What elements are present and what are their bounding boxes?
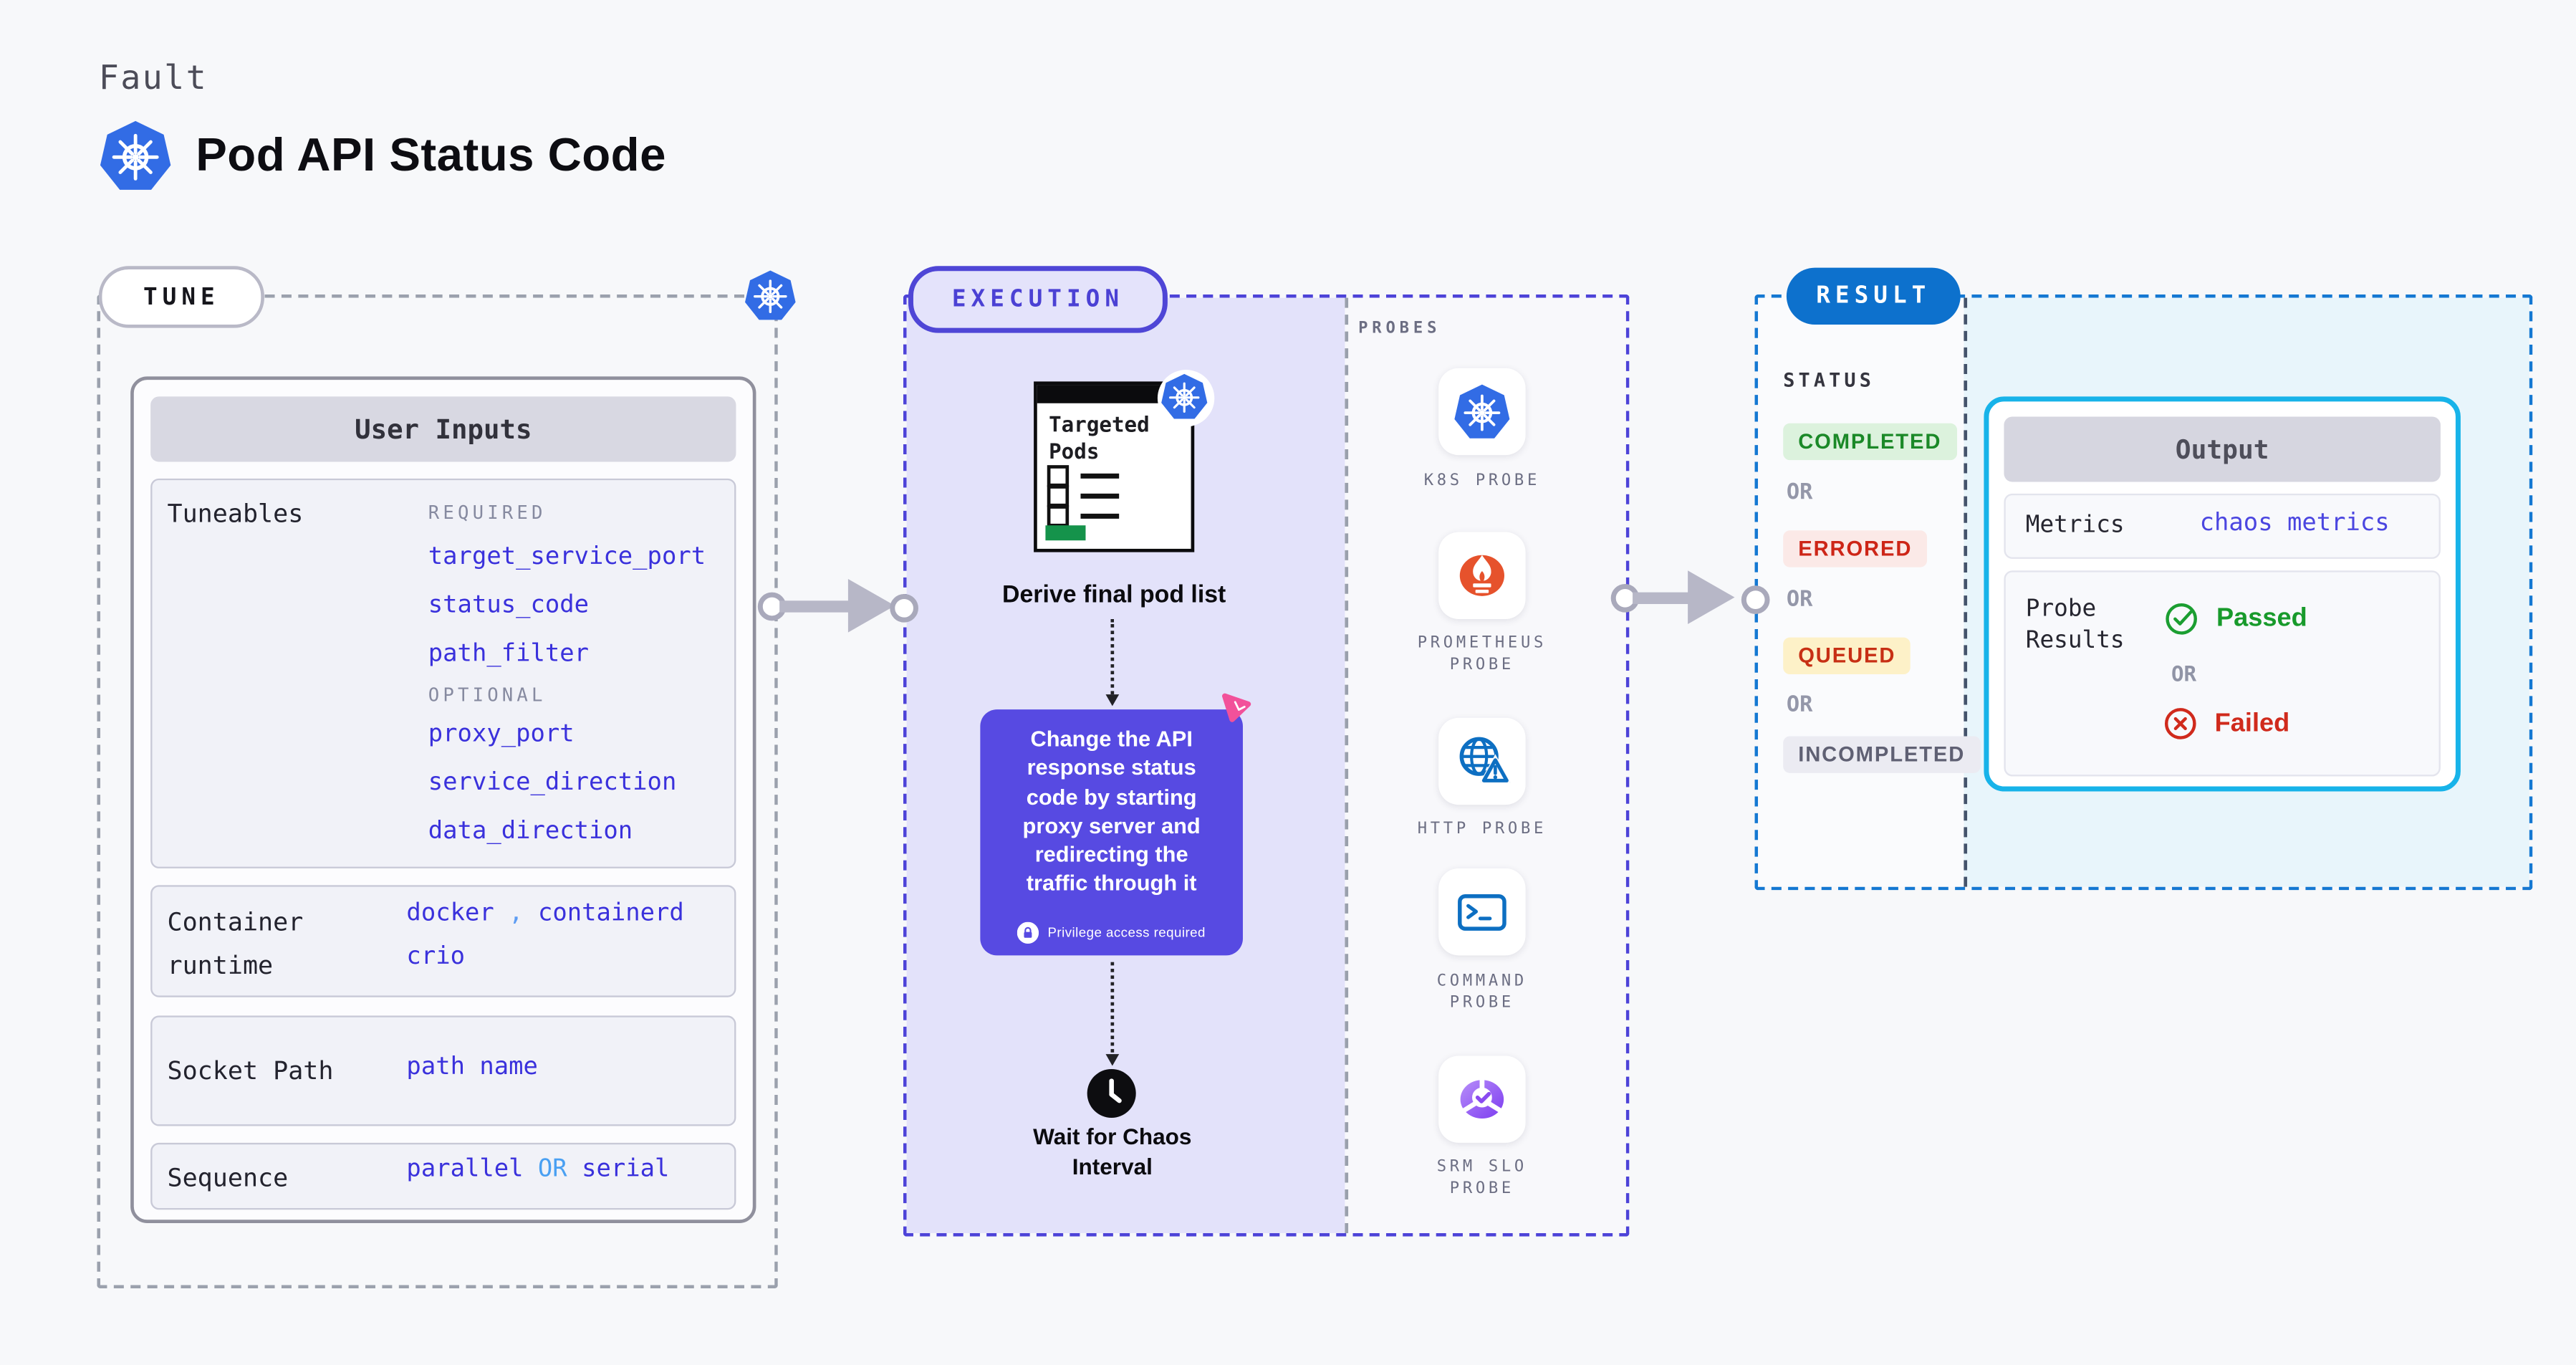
check-circle-icon [2165,600,2200,636]
prometheus-probe-card [1438,532,1526,619]
k8s-probe-card [1438,368,1526,456]
terminal-icon [1452,882,1512,942]
derive-pod-list-label: Derive final pod list [1002,582,1226,609]
user-inputs-header: User Inputs [150,396,736,462]
or-label: OR [2171,661,2197,686]
arrowhead-icon [1105,694,1119,707]
tuneable-service-direction: service_direction [428,770,677,797]
http-probe-card [1438,717,1526,805]
command-probe-card [1438,868,1526,956]
connector-dot [890,593,918,623]
privilege-label: Privilege access required [1047,925,1206,941]
connector-dot [1741,585,1770,614]
tuneable-status-code: status_code [428,592,590,619]
socket-path-row: Socket Path path name [150,1015,736,1126]
status-column [1758,297,1964,887]
probe-results-row: Probe Results Passed OR Failed [2004,570,2441,777]
chaos-action-card: Change the API response status code by s… [980,709,1243,956]
user-inputs-card: User Inputs Tuneables REQUIRED target_se… [130,376,756,1223]
required-label: REQUIRED [428,502,547,524]
tune-section-frame [97,294,778,1289]
arrowhead-icon [1105,1054,1119,1066]
dotted-flow-connector [1105,962,1119,1066]
arrowhead-icon [847,578,895,633]
tuneable-data-direction: data_direction [428,818,633,846]
execution-pill: EXECUTION [908,266,1168,333]
selection-bar [1045,525,1086,541]
status-label: STATUS [1783,368,1875,392]
tuneable-path-filter: path_filter [428,641,590,668]
x-circle-icon [2163,706,2198,741]
probe-results-label: Probe Results [2025,595,2125,655]
passed-label: Passed [2216,603,2307,633]
kubernetes-icon [1159,371,1209,421]
output-card: Output Metrics chaos metrics Probe Resul… [1984,396,2461,792]
or-label: OR [1786,692,1813,718]
tuneables-row: Tuneables REQUIRED target_service_port s… [150,478,736,868]
globe-warning-icon [1452,731,1512,791]
tuneables-label: Tuneables [167,498,304,529]
status-badge-completed: COMPLETED [1783,423,1957,461]
targeted-pods-title: Targeted Pods [1049,411,1150,464]
failed-label: Failed [2214,709,2290,738]
command-probe-label: COMMAND PROBE [1436,972,1527,1012]
container-runtime-label: Container runtime [167,906,304,981]
http-probe-label: HTTP PROBE [1417,820,1547,838]
container-runtime-crio: crio [406,943,465,971]
dotted-flow-connector [1105,618,1119,707]
privilege-row: Privilege access required [980,922,1243,944]
kubernetes-logo-icon [97,117,173,193]
clock-icon [1085,1068,1137,1119]
status-badge-incompleted: INCOMPLETED [1783,736,1981,773]
container-runtime-row: Container runtime docker , containerd cr… [150,885,736,997]
fault-kicker: Fault [98,57,208,97]
or-label: OR [1786,587,1813,613]
result-pill: RESULT [1786,267,1961,325]
status-badge-queued: QUEUED [1783,637,1911,675]
tuneable-target-service-port: target_service_port [428,543,706,571]
sequence-label: Sequence [167,1162,289,1193]
srm-slo-probe-label: SRM SLO PROBE [1436,1157,1527,1198]
sequence-values: parallel OR serial [406,1156,670,1183]
status-badge-errored: ERRORED [1783,530,1928,567]
optional-label: OPTIONAL [428,684,547,707]
pod-list-item [1047,465,1120,487]
tune-pill: TUNE [98,266,264,328]
chaos-action-text: Change the API response status code by s… [1022,726,1201,896]
metrics-value: chaos metrics [2199,510,2390,537]
sequence-row: Sequence parallel OR serial [150,1142,736,1210]
kubernetes-badge-icon [743,268,798,323]
arrowhead-icon [1688,570,1735,624]
kubernetes-badge [1157,370,1215,427]
socket-path-label: Socket Path [167,1055,334,1086]
probes-column-label: PROBES [1358,320,1441,338]
wait-chaos-interval-label: Wait for Chaos Interval [1033,1124,1192,1180]
output-header: Output [2004,416,2441,482]
prometheus-icon [1452,545,1512,605]
prometheus-probe-label: PROMETHEUS PROBE [1417,634,1547,675]
slo-pie-check-icon [1452,1069,1512,1129]
socket-path-value: path name [406,1054,538,1081]
pod-list-item [1047,485,1120,507]
metrics-row: Metrics chaos metrics [2004,493,2441,559]
lock-icon [1017,922,1039,944]
pod-list-item [1047,505,1120,527]
k8s-probe-label: K8S PROBE [1423,471,1541,491]
chaos-pink-icon [1219,689,1253,723]
tuneable-proxy-port: proxy_port [428,721,575,748]
srm-slo-probe-card [1438,1055,1526,1143]
kubernetes-icon [1452,381,1512,441]
metrics-label: Metrics [2025,512,2125,539]
container-runtime-values: docker , containerd [406,900,684,927]
page-title: Pod API Status Code [196,128,666,181]
or-label: OR [1786,480,1813,506]
